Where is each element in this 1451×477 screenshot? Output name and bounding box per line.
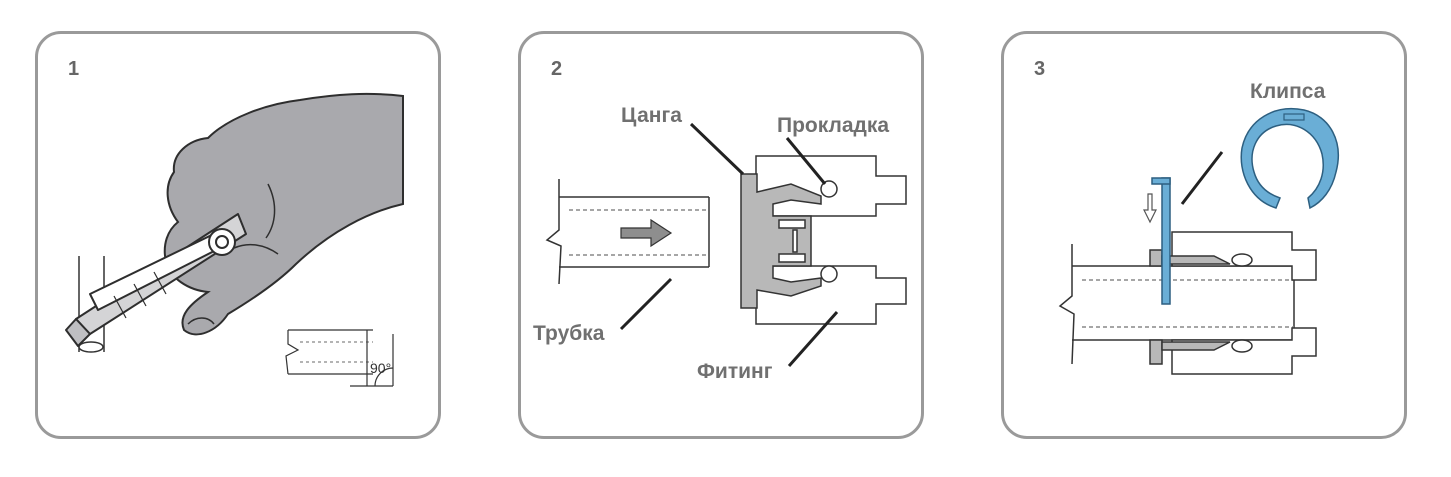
gasket-label: Прокладка	[777, 114, 890, 137]
inserted-clip-icon	[1151, 177, 1171, 305]
collet-icon	[740, 173, 822, 309]
clip-leader	[1180, 151, 1224, 205]
clip-install-illustration	[1058, 108, 1339, 375]
step-number: 1	[68, 58, 80, 80]
collet-leader	[689, 122, 745, 176]
step-number: 3	[1034, 58, 1046, 80]
glove-icon	[163, 92, 404, 336]
push-arrow-icon	[620, 218, 673, 248]
clip-label: Клипса	[1250, 80, 1326, 103]
tube-label: Трубка	[533, 322, 605, 345]
collet-icon	[1149, 249, 1231, 365]
angle-label: 90°	[370, 360, 392, 376]
step-3-panel: 3	[1001, 31, 1407, 439]
fitting-label: Фитинг	[697, 360, 773, 383]
cutting-tube-illustration	[65, 92, 404, 387]
down-arrow-icon	[1143, 193, 1157, 224]
tube-icon	[545, 179, 710, 285]
fitting-body	[1171, 231, 1317, 375]
tube-leader	[619, 277, 673, 331]
step-1-panel: 1	[35, 31, 441, 439]
step-number: 2	[551, 58, 563, 80]
collet-label: Цанга	[621, 104, 682, 127]
step-2-panel: 2	[518, 31, 924, 439]
square-cut-icon	[285, 329, 394, 387]
utility-knife-icon	[65, 213, 247, 347]
gasket-leader	[785, 137, 827, 185]
fitting-cross-section	[545, 122, 907, 367]
fitting-leader	[787, 311, 839, 367]
clip-icon	[1240, 108, 1339, 210]
